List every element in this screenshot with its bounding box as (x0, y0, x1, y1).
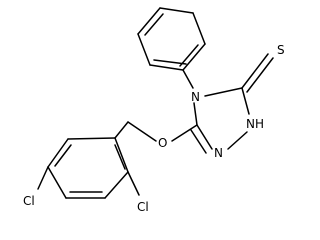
ch2-aryl-bond (114, 121, 129, 139)
nh-atom-label: NH (246, 117, 264, 131)
triazole-n-atom-label: N (214, 146, 223, 160)
dichlorophenyl-ring (47, 137, 129, 199)
molecule-structure-diagram: S N NH N O Cl Cl (23, 7, 285, 214)
triazole-ring (190, 87, 250, 154)
phenyl-ring (137, 7, 206, 71)
para-chlorine-bond (37, 166, 49, 190)
phenyl-n4-bond (182, 69, 194, 89)
chlorine-para-label: Cl (23, 194, 35, 208)
oxygen-atom-label: O (158, 136, 167, 150)
chlorine-ortho-label: Cl (137, 200, 149, 214)
n4-atom-label: N (191, 90, 200, 104)
thione-double-bond (241, 53, 274, 93)
oxygen-ch2-bond (127, 121, 157, 142)
c5-oxygen-bond (171, 124, 198, 142)
ortho-chlorine-bond (127, 171, 140, 196)
sulfur-atom-label: S (277, 43, 285, 57)
